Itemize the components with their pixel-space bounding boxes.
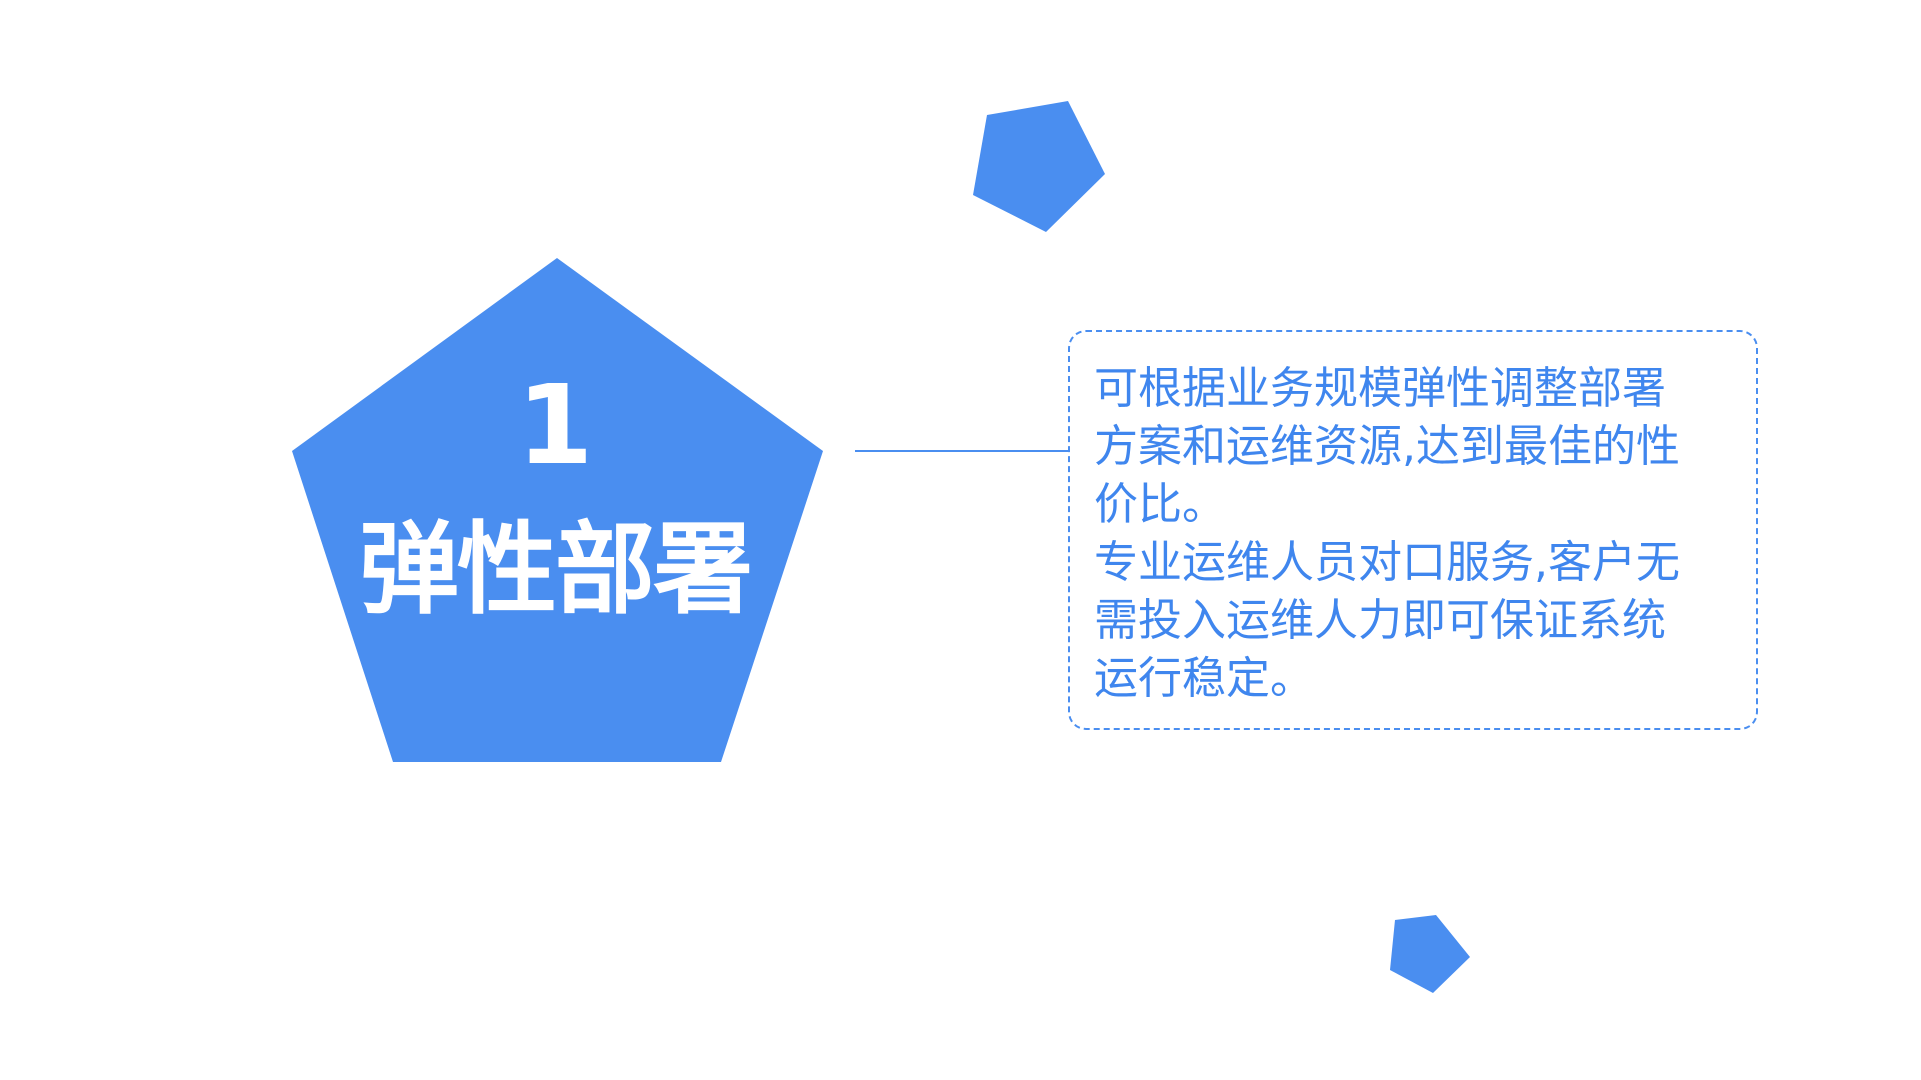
description-paragraph-2: 专业运维人员对口服务,客户无需投入运维人力即可保证系统运行稳定。: [1094, 537, 1680, 704]
small-pentagon-top: [973, 101, 1105, 232]
description-box: 可根据业务规模弹性调整部署方案和运维资源,达到最佳的性价比。 专业运维人员对口服…: [1068, 330, 1758, 730]
main-pentagon: [292, 258, 823, 762]
small-pentagon-bottom: [1390, 915, 1470, 993]
description-paragraph-1: 可根据业务规模弹性调整部署方案和运维资源,达到最佳的性价比。: [1094, 363, 1680, 530]
feature-title: 弹性部署: [359, 511, 753, 628]
feature-number: 1: [516, 361, 594, 489]
